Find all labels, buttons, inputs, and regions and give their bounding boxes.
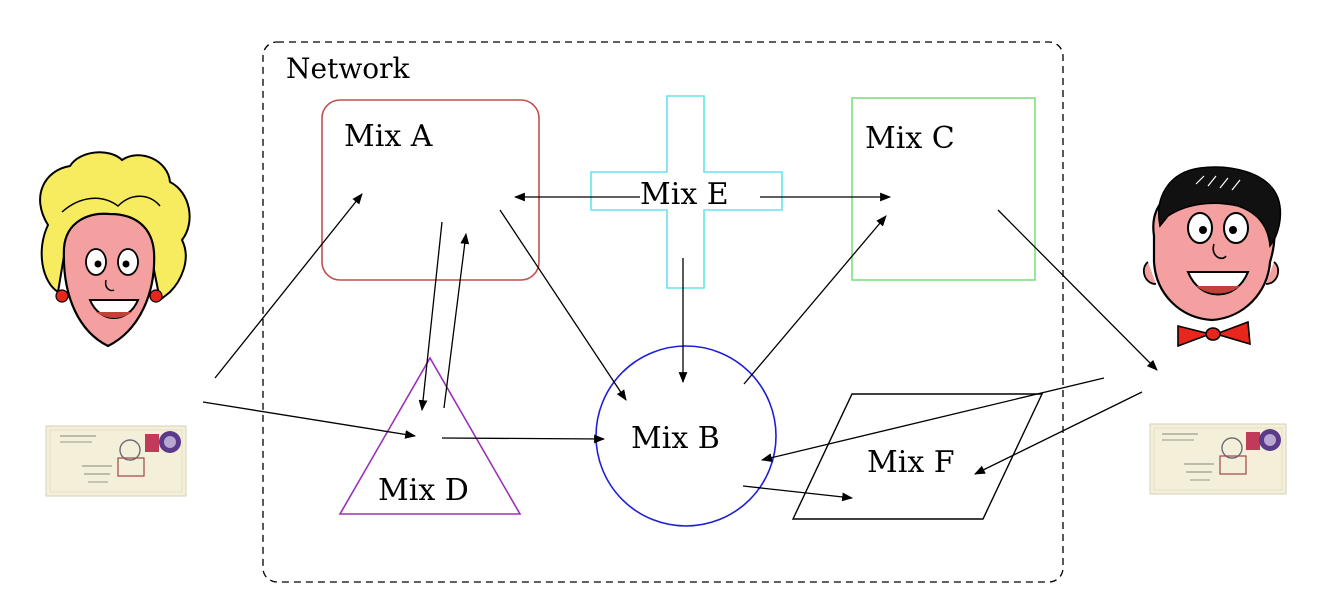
arrow-mix-d-to-mix-a <box>443 232 470 409</box>
arrow-sender-to-mix-a <box>214 193 363 379</box>
arrows <box>202 192 1158 502</box>
mix-d-node <box>338 356 522 515</box>
envelope-icon <box>45 425 187 497</box>
arrow-mix-c-to-receiver <box>997 209 1158 371</box>
arrow-sender-to-mix-d <box>202 401 417 439</box>
network-label: Network <box>286 52 411 85</box>
mix-a-label: Mix A <box>344 119 433 154</box>
arrow-receiver-to-mix-f <box>974 391 1143 475</box>
network-boundary <box>262 41 1064 583</box>
envelope-icon <box>1149 423 1287 495</box>
arrow-mix-d-to-mix-b <box>441 434 606 444</box>
arrow-receiver-to-mix-b <box>760 377 1105 462</box>
woman-face-icon <box>39 151 191 348</box>
mix-f-node <box>791 393 1044 520</box>
mix-e-node <box>590 95 783 289</box>
mix-e-label: Mix E <box>640 177 729 212</box>
arrow-mix-a-to-mix-d <box>418 221 443 412</box>
mix-f-label: Mix F <box>867 445 955 480</box>
mix-c-label: Mix C <box>865 121 955 156</box>
man-face-icon <box>1142 166 1282 348</box>
arrow-mix-a-to-mix-b <box>499 209 627 401</box>
mix-b-label: Mix B <box>631 421 720 456</box>
mix-d-label: Mix D <box>378 473 469 508</box>
arrow-mix-b-to-mix-c <box>743 215 887 385</box>
mix-a-node <box>321 99 540 281</box>
arrow-mix-b-to-mix-f <box>742 485 854 502</box>
mix-c-node <box>851 97 1036 281</box>
